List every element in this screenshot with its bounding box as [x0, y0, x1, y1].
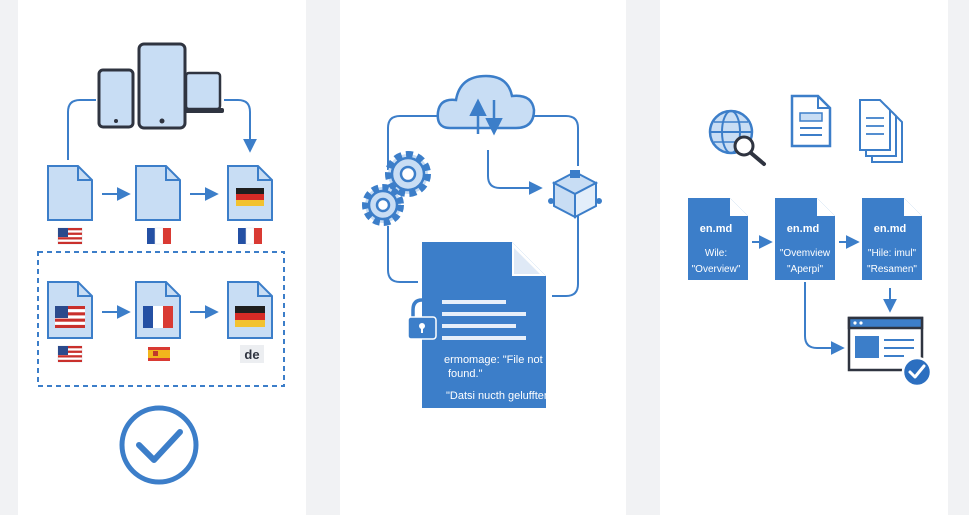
doc-line-1: "Hile: imul"	[868, 248, 917, 259]
cloud-sync-icon	[436, 74, 536, 136]
document-us-icon	[47, 281, 93, 339]
document-icon	[47, 165, 93, 221]
browser-window-icon	[847, 316, 924, 372]
gear-icon	[385, 151, 431, 197]
error-document: ermomage: "File not found." "Datsi nucth…	[422, 242, 553, 408]
us-flag-icon	[57, 227, 83, 245]
doc-filename: en.md	[874, 223, 906, 235]
document-france-icon	[135, 281, 181, 339]
flow-arrow	[804, 282, 845, 355]
doc-line-2: "Overview"	[692, 264, 741, 275]
globe-search-icon	[708, 109, 766, 166]
devices-icon	[97, 42, 224, 130]
document-german-icon	[227, 281, 273, 339]
document-icon	[790, 94, 832, 148]
error-line-1: ermomage: "File not	[444, 354, 543, 366]
us-flag-icon	[57, 345, 83, 363]
check-circle-icon	[119, 405, 199, 485]
document-icon	[135, 165, 181, 221]
flow-line	[552, 214, 579, 297]
lock-icon	[407, 298, 437, 340]
source-document-card: en.md Wile: "Overview"	[688, 198, 748, 280]
france-flag-icon	[147, 227, 171, 245]
translated-error-line: "Datsi nucth gelufften.	[446, 390, 553, 402]
spain-flag-icon	[148, 347, 170, 361]
package-icon	[548, 170, 602, 219]
flow-line	[387, 226, 418, 283]
flow-arrow	[487, 150, 543, 195]
translated-document-card: en.md "Ovemview "Aperpi"	[775, 198, 835, 280]
flow-line	[387, 115, 438, 170]
translated-document-card: en.md "Hile: imul" "Resamen"	[862, 198, 922, 280]
doc-filename: en.md	[787, 223, 819, 235]
doc-line-2: "Aperpi"	[787, 264, 823, 275]
doc-filename: en.md	[700, 223, 732, 235]
check-badge-icon	[901, 356, 933, 388]
locale-label-de: de	[244, 347, 259, 362]
locale-label-box	[240, 345, 264, 363]
documents-stack-icon	[859, 99, 903, 163]
gear-icon	[362, 184, 404, 226]
france-flag-icon	[238, 227, 262, 245]
doc-line-1: Wile:	[705, 248, 727, 259]
doc-line-2: "Resamen"	[867, 264, 917, 275]
flow-line	[67, 99, 96, 160]
error-line-2: found."	[448, 368, 483, 380]
document-german-icon	[227, 165, 273, 221]
flow-arrow	[224, 99, 257, 153]
flow-line	[534, 115, 579, 166]
doc-line-1: "Ovemview	[780, 248, 831, 259]
selection-box	[37, 251, 285, 387]
